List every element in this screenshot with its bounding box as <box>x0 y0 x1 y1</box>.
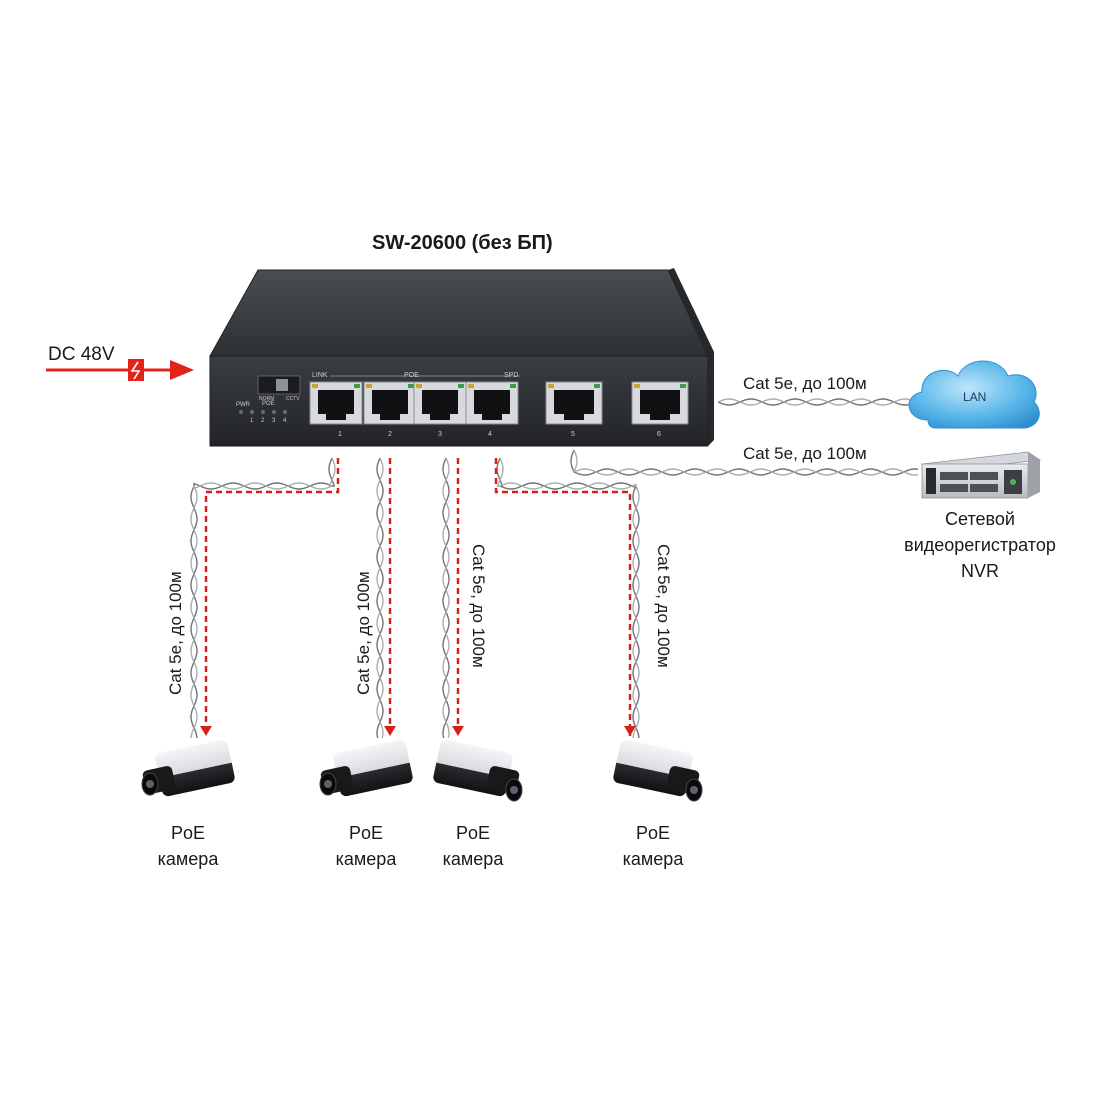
camera-4-poe-flow <box>494 458 636 736</box>
nvr-label-line-3: NVR <box>960 561 999 581</box>
camera-2-label: PoE камера <box>311 820 421 872</box>
nvr-cable <box>570 449 919 476</box>
mode-norm-label: NORM <box>259 396 274 402</box>
diagram-title: SW-20600 (без БП) <box>372 232 553 254</box>
mode-cctv-label: CCTV <box>286 396 300 402</box>
camera-1-label: PoE камера <box>133 820 243 872</box>
camera-4-cable-label: Cat 5e, до 100м <box>654 544 673 668</box>
port-6[interactable] <box>631 381 689 425</box>
nvr-recorder <box>920 451 1042 499</box>
port-5[interactable] <box>545 381 603 425</box>
cable-layer <box>190 398 919 739</box>
port-number-3: 3 <box>438 431 442 438</box>
spd-label: SPD <box>504 372 518 379</box>
camera-2-cable-label: Cat 5e, до 100м <box>354 571 373 695</box>
poe-flow-layer <box>200 458 636 736</box>
camera-2-poe-flow <box>384 458 396 736</box>
camera-4-label-line-2: камера <box>622 849 684 869</box>
led-number-4: 4 <box>283 418 287 424</box>
lightning-icon <box>128 359 144 381</box>
power-label: DC 48V <box>48 344 115 365</box>
camera-2-label-line-2: камера <box>335 849 397 869</box>
camera-4 <box>613 739 703 802</box>
camera-2-cable <box>376 457 384 739</box>
led-number-2: 2 <box>261 418 265 424</box>
nvr-label-line-1: Сетевой <box>945 509 1015 529</box>
lan-label: LAN <box>963 390 987 404</box>
poe-switch: LINK POE SPD NORM CCTV PWR POE 1 2 3 4 1… <box>209 268 714 447</box>
camera-3-label-line-2: камера <box>442 849 504 869</box>
camera-3-cable-label: Cat 5e, до 100м <box>469 544 488 668</box>
camera-3-cable <box>442 457 450 739</box>
poe-led-group <box>239 410 287 414</box>
camera-1-poe-flow <box>200 458 340 736</box>
camera-2 <box>319 739 413 797</box>
camera-4-label: PoE камера <box>598 820 708 872</box>
camera-1-label-line-1: PoE <box>170 823 206 843</box>
nvr-cable-label: Cat 5e, до 100м <box>743 444 867 463</box>
port-number-5: 5 <box>571 431 575 438</box>
camera-3-label: PoE камера <box>418 820 528 872</box>
lan-cable <box>717 398 913 406</box>
lan-cloud <box>908 360 1040 429</box>
camera-1-cable-label: Cat 5e, до 100м <box>166 571 185 695</box>
lan-cable-label: Cat 5e, до 100м <box>743 374 867 393</box>
power-input-arrow <box>46 359 194 381</box>
pwr-led-label: PWR <box>236 402 251 408</box>
port-number-4: 4 <box>488 431 492 438</box>
camera-3-poe-flow <box>452 458 464 736</box>
camera-1-label-line-2: камера <box>157 849 219 869</box>
camera-4-cable <box>496 457 640 739</box>
led-number-1: 1 <box>250 418 254 424</box>
led-number-3: 3 <box>272 418 276 424</box>
nvr-label-line-2: видеорегистратор <box>904 535 1056 555</box>
poe-led-label: POE <box>262 401 275 407</box>
camera-3-label-line-1: PoE <box>455 823 491 843</box>
poe-label: POE <box>404 372 419 379</box>
nvr-label: Сетевой видеорегистратор NVR <box>880 506 1080 584</box>
port-number-1: 1 <box>338 431 342 438</box>
camera-1 <box>141 739 235 797</box>
port-number-6: 6 <box>657 431 661 438</box>
port-1[interactable] <box>309 381 363 425</box>
camera-3 <box>433 739 523 802</box>
port-3[interactable] <box>413 381 467 425</box>
camera-4-label-line-1: PoE <box>635 823 671 843</box>
port-number-2: 2 <box>388 431 392 438</box>
camera-1-cable <box>190 457 336 739</box>
camera-2-label-line-1: PoE <box>348 823 384 843</box>
port-2[interactable] <box>363 381 417 425</box>
port-4[interactable] <box>465 381 519 425</box>
link-label: LINK <box>312 372 328 379</box>
